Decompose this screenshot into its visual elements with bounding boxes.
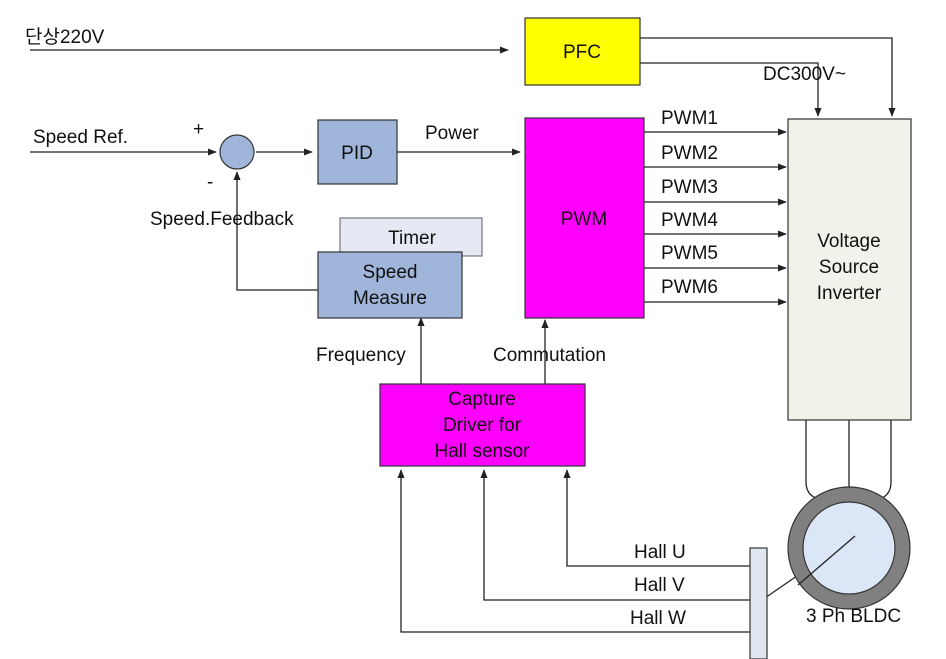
speed-feedback-wire xyxy=(233,171,318,291)
inverter-line-3: Inverter xyxy=(817,283,882,304)
speed-measure-line-2: Measure xyxy=(353,288,427,309)
motor-pointer-line xyxy=(797,535,856,586)
timer-block: Timer xyxy=(339,217,483,257)
inverter-line-2: Source xyxy=(819,257,879,278)
capture-line-3: Hall sensor xyxy=(434,441,530,462)
pwm-label: PWM xyxy=(561,209,607,230)
pfc-dc-wire-1 xyxy=(640,37,896,117)
pwm-block: PWM xyxy=(524,117,645,319)
pwm3-label: PWM3 xyxy=(661,177,718,198)
power-label: Power xyxy=(425,123,480,144)
hall-sensor-bar xyxy=(749,547,768,659)
dc-output-label: DC300V~ xyxy=(763,64,846,85)
inverter-block: Voltage Source Inverter xyxy=(787,118,912,421)
pwm4-label: PWM4 xyxy=(661,210,718,231)
hall-u-wire xyxy=(563,469,750,567)
capture-driver-block: Capture Driver for Hall sensor xyxy=(379,383,586,467)
commutation-label: Commutation xyxy=(493,345,606,366)
pwm-output-wires xyxy=(644,128,787,306)
motor-label: 3 Ph BLDC xyxy=(806,606,901,627)
pwm5-label: PWM5 xyxy=(661,243,718,264)
plus-sign: + xyxy=(193,119,204,140)
minus-sign: - xyxy=(207,172,213,193)
pwm6-label: PWM6 xyxy=(661,277,718,298)
hall-v-label: Hall V xyxy=(634,575,685,596)
timer-label: Timer xyxy=(388,228,437,249)
speed-ref-label: Speed Ref. xyxy=(33,127,128,148)
capture-line-2: Driver for xyxy=(443,415,522,436)
pwm1-label: PWM1 xyxy=(661,108,718,129)
hall-w-label: Hall W xyxy=(630,608,686,629)
pfc-dc-wire-2 xyxy=(640,62,822,117)
bldc-motor xyxy=(787,486,911,610)
speed-measure-line-1: Speed xyxy=(363,262,418,283)
inverter-line-1: Voltage xyxy=(817,231,880,252)
pwm2-label: PWM2 xyxy=(661,143,718,164)
hall-v-wire xyxy=(480,469,750,601)
pid-block: PID xyxy=(317,119,398,185)
speed-measure-block: Speed Measure xyxy=(317,251,463,319)
summing-junction xyxy=(219,134,255,170)
frequency-label: Frequency xyxy=(316,345,406,366)
pfc-label: PFC xyxy=(563,42,601,63)
pid-label: PID xyxy=(341,143,373,164)
hall-w-wire xyxy=(397,469,750,633)
capture-line-1: Capture xyxy=(448,389,516,410)
power-input-label: 단상220V xyxy=(25,26,105,48)
pfc-block: PFC xyxy=(524,17,641,86)
hall-u-label: Hall U xyxy=(634,542,686,563)
speed-feedback-label: Speed.Feedback xyxy=(150,209,294,230)
